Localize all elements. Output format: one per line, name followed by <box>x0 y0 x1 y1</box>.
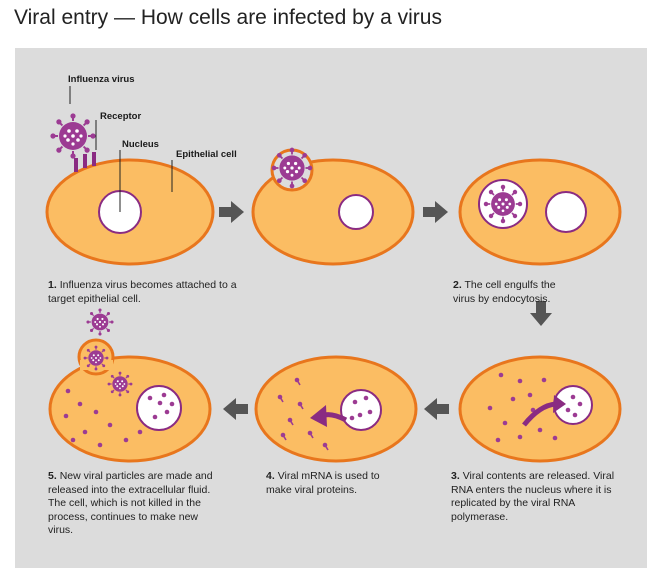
caption-step-4: 4. Viral mRNA is used to make viral prot… <box>266 470 396 497</box>
step-text: Viral mRNA is used to make viral protein… <box>266 470 380 496</box>
label-receptor: Receptor <box>100 111 141 122</box>
label-epithelial-cell: Epithelial cell <box>176 149 237 160</box>
rna-entry-arrowhead <box>553 395 566 413</box>
label-influenza-virus: Influenza virus <box>68 74 135 85</box>
step-number: 1. <box>48 279 57 291</box>
receptors <box>74 152 96 172</box>
caption-step-5: 5. New viral particles are made and rele… <box>48 470 224 538</box>
endosome-virus-icon <box>482 183 524 225</box>
cell-step-4 <box>254 355 418 463</box>
cell-step-1 <box>45 158 215 266</box>
caption-step-1: 1. Influenza virus becomes attached to a… <box>48 279 248 306</box>
step-number: 3. <box>451 470 460 482</box>
step-number: 4. <box>266 470 275 482</box>
influenza-virus-icon <box>49 112 97 160</box>
cell-step-2b <box>458 158 622 266</box>
step-text: Viral contents are released. Viral RNA e… <box>451 470 615 523</box>
step-number: 2. <box>453 279 462 291</box>
step-text: New viral particles are made and release… <box>48 470 213 536</box>
step-number: 5. <box>48 470 57 482</box>
arrow-right-icon <box>219 201 244 223</box>
rna-entry-arrow <box>522 401 557 427</box>
caption-step-3: 3. Viral contents are released. Viral RN… <box>451 470 616 524</box>
cell-step-5 <box>48 338 212 463</box>
virus-engulfing-icon <box>270 146 314 190</box>
mrna-exit-arrowhead <box>310 405 327 427</box>
label-nucleus: Nucleus <box>122 139 159 150</box>
label-leaders <box>69 86 173 212</box>
arrow-right-icon <box>423 201 448 223</box>
step-text: The cell engulfs the virus by endocytosi… <box>453 279 556 305</box>
arrow-left-icon <box>424 398 449 420</box>
step-text: Influenza virus becomes attached to a ta… <box>48 279 237 305</box>
page-title: Viral entry — How cells are infected by … <box>14 6 442 29</box>
arrow-left-icon <box>223 398 248 420</box>
caption-step-2: 2. The cell engulfs the virus by endocyt… <box>453 279 573 306</box>
